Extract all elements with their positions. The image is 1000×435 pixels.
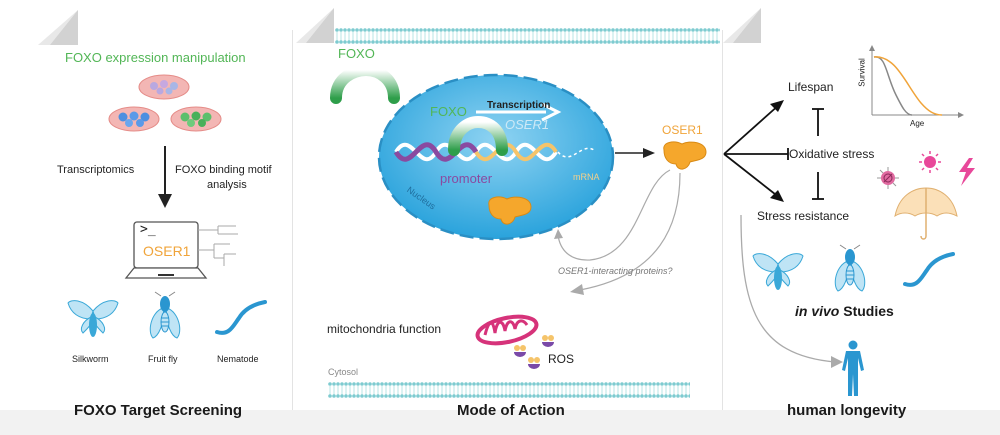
mitochondria-function-label: mitochondria function (327, 322, 442, 336)
organism-label: Silkworm (72, 354, 109, 364)
cell-membrane-top (335, 28, 720, 44)
foxo-protein-icon (330, 63, 400, 104)
interacting-proteins-label: OSER1-interacting proteins? (558, 266, 673, 276)
foxo-nucleus-label: FOXO (430, 104, 467, 119)
motif-analysis-label-line1: FOXO binding motif (175, 164, 272, 176)
ros-label: ROS (548, 352, 575, 366)
bottom-strip (0, 410, 1000, 435)
in-vivo-italic: in vivo (795, 303, 840, 319)
arrow-to-human-icon (740, 214, 843, 368)
mrna-label: mRNA (573, 172, 600, 182)
cell-membrane-bottom (328, 382, 690, 398)
ros-icon (514, 335, 554, 369)
survival-curve-chart (869, 45, 964, 118)
petri-dish-green-icon (170, 106, 222, 132)
panel-title-foxo-target-screening: FOXO Target Screening (74, 402, 243, 419)
umbrella-icon (894, 187, 958, 240)
page-curl-icon (38, 10, 78, 45)
cytosol-label: Cytosol (328, 367, 359, 377)
silkworm-icon (67, 300, 119, 337)
lifespan-label: Lifespan (788, 80, 834, 94)
petri-dish-blue-icon (108, 106, 160, 132)
inhibits-down-icon (812, 172, 824, 200)
human-icon (842, 340, 864, 396)
oser1-protein-icon (663, 141, 707, 170)
mitochondria-icon (475, 314, 539, 346)
stress-resistance-label: Stress resistance (757, 209, 850, 223)
oser1-protein-label: OSER1 (662, 123, 703, 137)
interaction-arrows (554, 169, 681, 295)
stressor-virus-icon (877, 167, 899, 189)
panel-divider (722, 30, 723, 410)
stressor-lightning-icon (959, 158, 975, 186)
motif-analysis-label-line2: analysis (207, 179, 247, 191)
silkworm-icon (752, 253, 804, 290)
foxo-bound-protein-icon (448, 115, 508, 156)
laptop-icon (124, 221, 238, 279)
stressor-sun-icon (919, 151, 941, 173)
arrow-to-oser1-icon (615, 148, 655, 158)
inhibits-up-icon (812, 108, 824, 136)
panel-divider (292, 30, 293, 410)
foxo-cytosol-label: FOXO (338, 46, 375, 61)
terminal-prompt: >_ (140, 222, 156, 237)
page-curl-icon (296, 8, 334, 43)
nematode-icon (215, 300, 267, 335)
age-axis-label: Age (910, 119, 925, 128)
page-curl-icon (723, 8, 761, 43)
laptop-oser1-label: OSER1 (143, 243, 191, 259)
petri-dish-icon (138, 74, 190, 100)
panel-title-human-longevity: human longevity (787, 402, 907, 419)
transcription-label: Transcription (487, 100, 551, 111)
foxo-manipulation-heading: FOXO expression manipulation (65, 50, 246, 65)
down-arrow-icon (158, 146, 172, 208)
survival-axis-label: Survival (857, 58, 867, 87)
oser1-gene-label: OSER1 (505, 117, 550, 132)
oxidative-stress-label: Oxidative stress (789, 147, 875, 161)
transcriptomics-label: Transcriptomics (57, 164, 135, 176)
promoter-label: promoter (440, 171, 493, 186)
effect-arrows (723, 100, 789, 202)
in-vivo-studies-label: in vivo Studies (795, 303, 894, 319)
nucleus (377, 73, 615, 241)
fruit-fly-icon (834, 244, 866, 292)
oser1-in-nucleus-icon (488, 196, 532, 225)
in-vivo-studies-text: Studies (839, 303, 894, 319)
panel-title-mode-of-action: Mode of Action (457, 402, 565, 419)
organism-label: Fruit fly (148, 354, 178, 364)
fruit-fly-icon (149, 291, 181, 339)
organism-label: Nematode (217, 354, 259, 364)
nematode-icon (903, 252, 955, 287)
